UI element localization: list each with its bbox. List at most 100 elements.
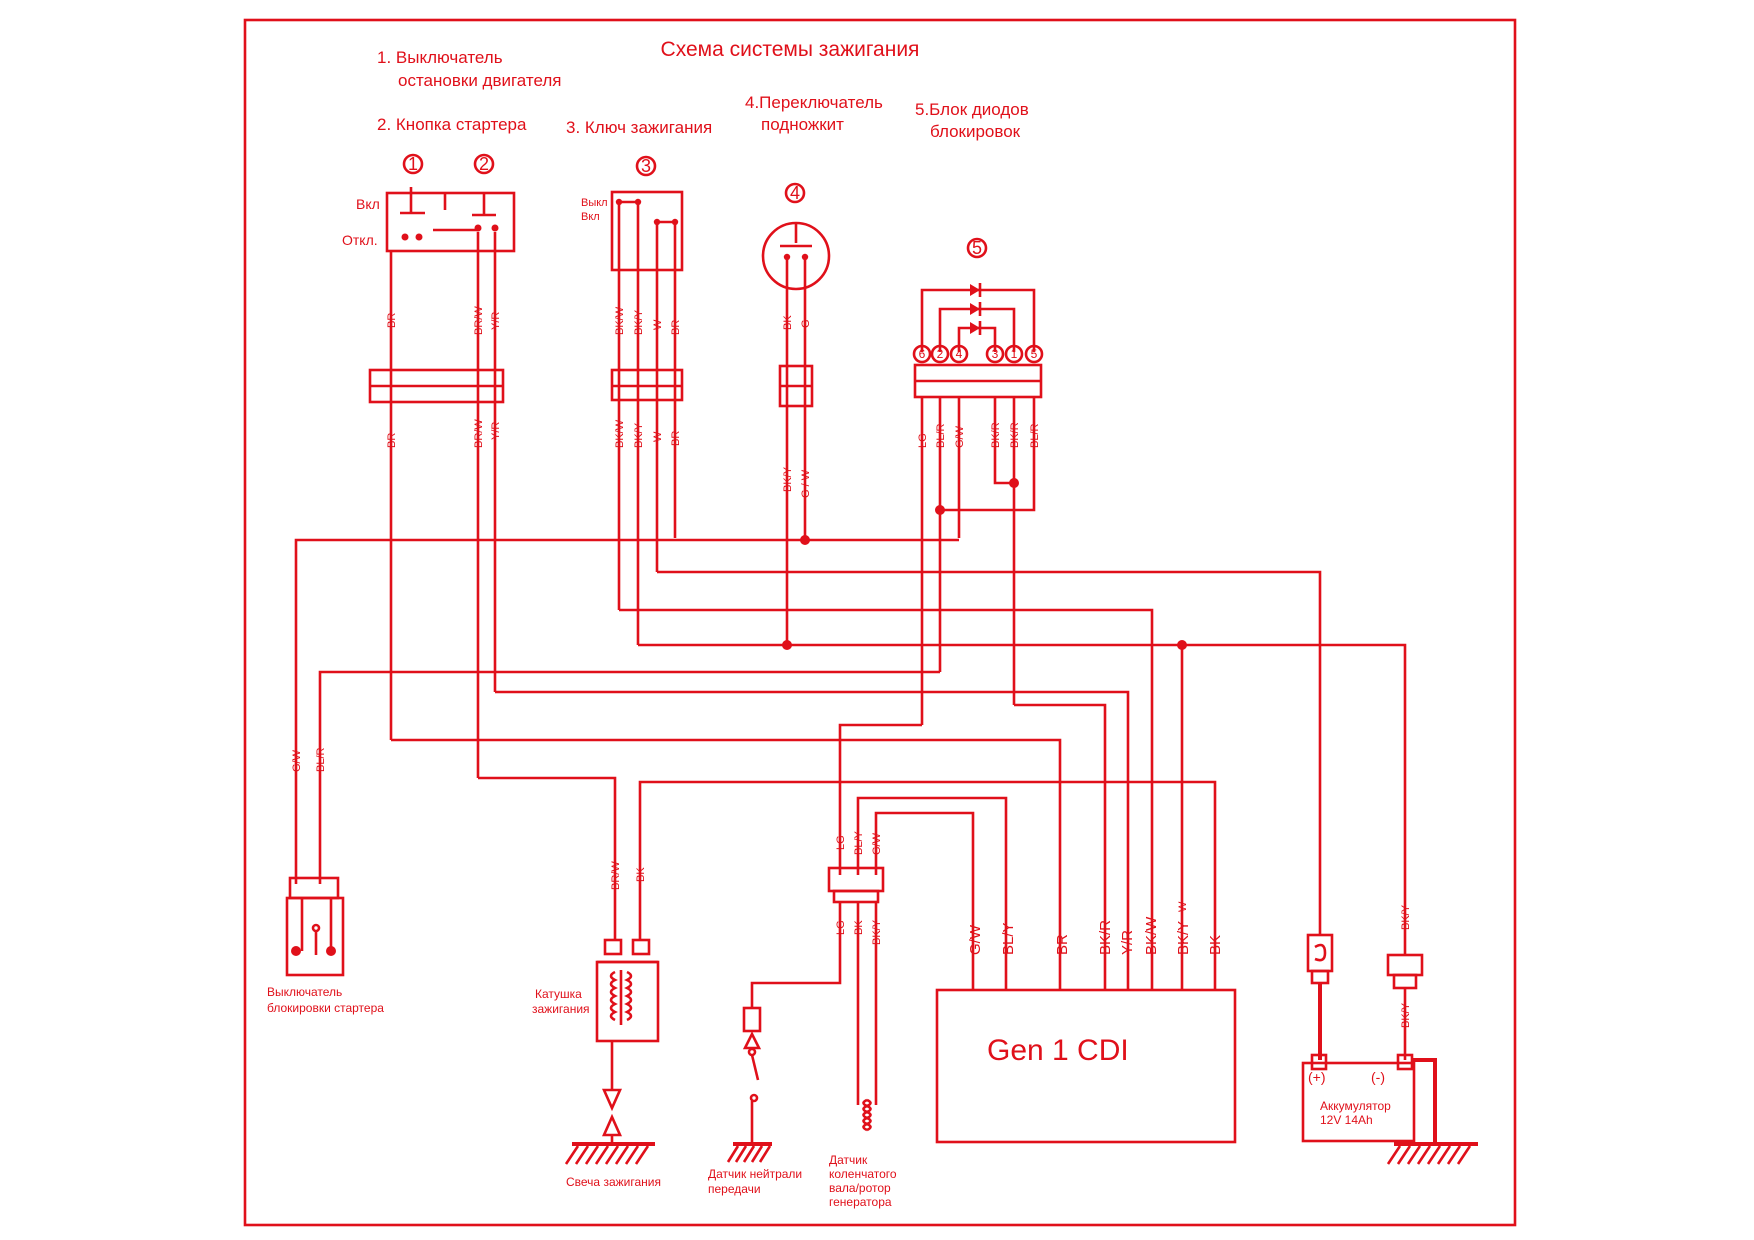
coil-caption-2: зажигания — [532, 1002, 590, 1016]
key-on-label: Вкл — [581, 211, 600, 223]
wire-label: Y/R — [490, 312, 502, 330]
wire-label: W — [652, 319, 664, 330]
switch-on-label: Вкл — [356, 196, 380, 212]
svg-text:3: 3 — [641, 156, 651, 176]
battery-plus: (+) — [1308, 1069, 1326, 1085]
diode-block: 6 2 4 3 1 5 — [912, 283, 1044, 364]
starter-caption-1: Выключатель — [267, 985, 342, 999]
diode-pin: 5 — [1024, 344, 1044, 364]
neutral-sensor: Датчик нейтрали передачи — [708, 902, 842, 1196]
neutral-caption-1: Датчик нейтрали — [708, 1167, 802, 1181]
cdi-wire-labels: G/W BL/Y BR BK/R Y/R BK/W BK/Y BK — [967, 916, 1224, 955]
wire-label: BR — [670, 431, 682, 446]
legend-item-2: 2. Кнопка стартера — [377, 115, 527, 134]
diode-pin: 1 — [1004, 344, 1024, 364]
wire-label: BK/Y — [782, 466, 794, 492]
diagram-title: Схема системы зажигания — [661, 38, 920, 61]
wire-label: BL/R — [315, 747, 327, 772]
wiring — [294, 205, 1407, 990]
cdi-pin-label: BL/Y — [1000, 922, 1017, 955]
coil-caption-1: Катушка — [535, 987, 582, 1001]
ignition-key-switch: Выкл Вкл — [581, 190, 684, 272]
cdi-pin-label: BK/W — [1143, 916, 1160, 955]
cdi-pin-label: Y/R — [1119, 930, 1136, 955]
svg-text:4: 4 — [790, 183, 800, 203]
wire-label: G/W — [954, 425, 966, 448]
switch-off-label: Откл. — [342, 232, 378, 248]
wire-label: BL/R — [1029, 423, 1041, 448]
wire-labels: BR BR/W Y/R BR BR/W Y/R BK/W BK/Y W BR B… — [291, 306, 1412, 1028]
wire-label: BR/W — [473, 419, 485, 448]
wire-label: BK/W — [614, 419, 626, 448]
wire-label: BR/W — [473, 306, 485, 335]
wire-label: BL/R — [935, 423, 947, 448]
diode-icon — [970, 302, 982, 316]
cdi-unit — [935, 988, 1237, 1144]
wire-label: G / W — [800, 469, 812, 498]
svg-text:3: 3 — [992, 347, 999, 361]
wire-label: BK/R — [1009, 422, 1021, 448]
legend-item-1-cont: остановки двигателя — [398, 71, 562, 90]
crank-sensor: Датчик коленчатого вала/ротор генератора — [829, 902, 897, 1209]
wire-label: BK/R — [990, 422, 1002, 448]
marker-5: 5 — [966, 237, 988, 259]
battery-caption-2: 12V 14Ah — [1320, 1113, 1373, 1127]
legend-item-3: 3. Ключ зажигания — [566, 118, 712, 137]
neutral-caption-2: передачи — [708, 1182, 761, 1196]
cdi-pin-label: BK/R — [1097, 920, 1114, 955]
spark-plug-caption: Свеча зажигания — [566, 1175, 661, 1189]
relay — [1386, 953, 1424, 1060]
wire-label: G/W — [291, 749, 303, 772]
ground-icon — [726, 1142, 772, 1163]
crank-caption-4: генератора — [829, 1195, 892, 1209]
svg-text:1: 1 — [1011, 347, 1018, 361]
marker-3: 3 — [635, 155, 657, 177]
wire-label: BK/Y — [633, 422, 645, 448]
crank-caption-1: Датчик — [829, 1153, 868, 1167]
svg-text:5: 5 — [1031, 347, 1038, 361]
svg-text:2: 2 — [479, 154, 489, 174]
wire-label: BK/Y — [633, 309, 645, 335]
wire-label: BR — [386, 313, 398, 328]
diode-icon — [970, 321, 982, 335]
wire-label: BR — [386, 433, 398, 448]
svg-text:2: 2 — [937, 347, 944, 361]
wire-label: BL/Y — [853, 830, 865, 855]
diode-pin: 3 — [985, 344, 1005, 364]
svg-text:1: 1 — [408, 154, 418, 174]
wire-label: BK/Y — [1400, 904, 1412, 930]
diagram-frame — [243, 18, 1517, 1227]
wire-label: W — [652, 431, 664, 442]
legend: 1. Выключатель остановки двигателя 2. Кн… — [377, 48, 1029, 141]
marker-1: 1 — [402, 153, 424, 175]
svg-text:5: 5 — [972, 238, 982, 258]
legend-item-4: 4.Переключатель — [745, 93, 883, 112]
wire-label: W — [1177, 901, 1189, 912]
wire-label: BK — [782, 315, 794, 330]
sensor-connector-lower — [832, 889, 880, 904]
starter-lockout-switch: Выключатель блокировки стартера — [267, 876, 384, 1015]
marker-2: 2 — [473, 153, 495, 175]
wire-label: G — [800, 319, 812, 328]
key-off-label: Выкл — [581, 197, 608, 209]
battery-minus: (-) — [1371, 1069, 1385, 1085]
wire-label: LG — [835, 835, 847, 850]
wire-label: BK/W — [614, 306, 626, 335]
ignition-coil: Катушка зажигания — [532, 938, 660, 1142]
battery-caption-1: Аккумулятор — [1320, 1099, 1391, 1113]
wire-label: G/W — [871, 832, 883, 855]
wire-label: Y/R — [490, 422, 502, 440]
crank-caption-3: вала/ротор — [829, 1181, 891, 1195]
cdi-pin-label: BR — [1054, 934, 1071, 955]
cdi-pin-label: G/W — [967, 924, 984, 955]
wire-label: BR — [670, 320, 682, 335]
diode-pin: 2 — [930, 344, 950, 364]
cdi-pin-label: BK/Y — [1175, 921, 1192, 955]
diode-pin: 6 — [912, 344, 932, 364]
fuse-icon — [1306, 933, 1334, 1060]
wire-label: BR/W — [610, 861, 622, 890]
legend-item-4-cont: подножкит — [761, 115, 844, 134]
battery: (+) (-) Аккумулятор 12V 14Ah — [1301, 1053, 1437, 1143]
diode-icon — [970, 283, 982, 297]
